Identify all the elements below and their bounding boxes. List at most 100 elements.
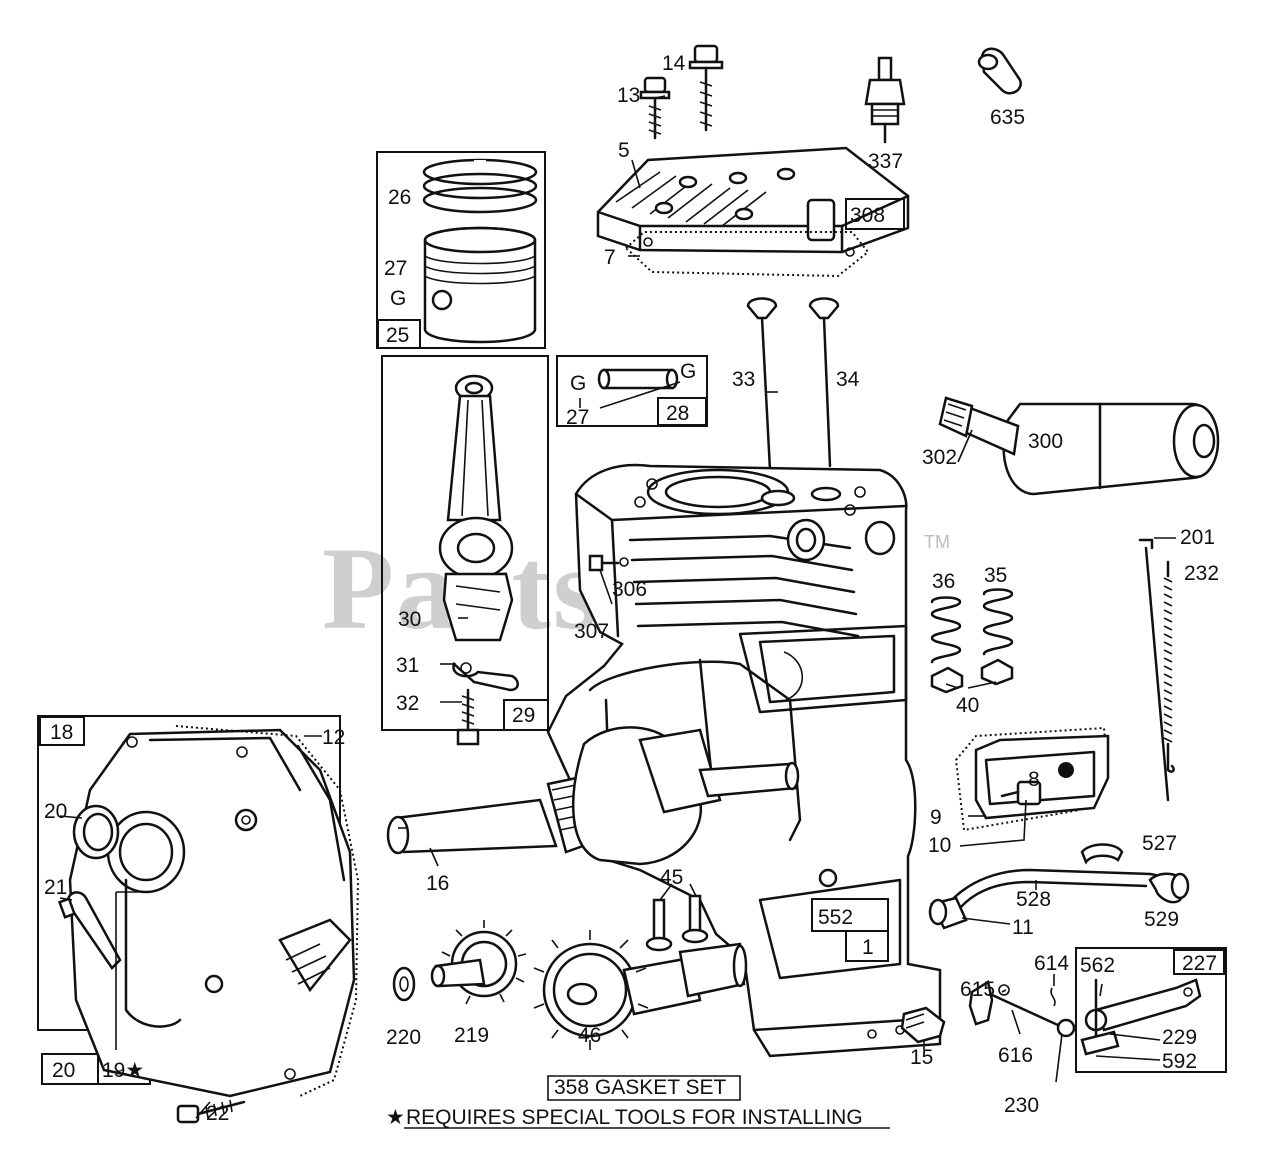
callout-26: 26	[388, 186, 411, 209]
gasket-set-note: 358 GASKET SET	[554, 1076, 727, 1099]
callout-12: 12	[322, 726, 345, 749]
gear-teeth-46	[533, 930, 649, 1050]
callout-29: 29	[512, 704, 535, 727]
callout-27-piston: 27	[384, 257, 407, 280]
special-tools-note: REQUIRES SPECIAL TOOLS FOR INSTALLING	[406, 1106, 863, 1129]
callout-46: 46	[578, 1024, 601, 1047]
callout-34: 34	[836, 368, 860, 391]
callout-28: 28	[666, 402, 689, 425]
callout-20-box: 20	[52, 1059, 75, 1082]
valve-spring-36	[930, 596, 962, 664]
callout-25: 25	[386, 324, 409, 347]
callout-232: 232	[1184, 562, 1219, 585]
callout-308: 308	[850, 204, 885, 227]
callout-527: 527	[1142, 832, 1177, 855]
callout-21: 21	[44, 876, 67, 899]
callout-28-g-left: G	[570, 372, 586, 395]
control-lever-562	[1080, 978, 1202, 1056]
footer-notes: 358 GASKET SET ★ REQUIRES SPECIAL TOOLS …	[386, 1075, 890, 1129]
callout-30: 30	[398, 608, 421, 631]
camshaft-46	[542, 942, 748, 1038]
governor-spring-232	[1163, 560, 1175, 773]
lock-31-bolt-32	[452, 661, 519, 746]
spark-plug-boot-635	[977, 47, 1022, 95]
callout-528: 528	[1016, 888, 1051, 911]
label-box-1	[845, 930, 889, 962]
washer-220	[392, 966, 416, 1002]
crankshaft-16	[386, 726, 800, 866]
control-group-box-227	[1075, 947, 1227, 1073]
callout-11: 11	[1012, 916, 1034, 939]
watermark-tm: TM	[924, 532, 950, 552]
callout-18: 18	[50, 721, 73, 744]
callout-219: 219	[454, 1024, 489, 1047]
bolt-13	[639, 76, 671, 140]
callout-302: 302	[922, 446, 957, 469]
bolt-22	[176, 1099, 246, 1124]
callout-32: 32	[396, 692, 419, 715]
elbow-529	[1148, 872, 1190, 904]
callout-27-g: G	[390, 287, 406, 310]
callout-31: 31	[396, 654, 419, 677]
label-box-308	[845, 198, 905, 230]
oil-seal-20	[72, 804, 120, 860]
callout-615: 615	[960, 978, 995, 1001]
valve-spring-35	[982, 588, 1014, 656]
callout-15: 15	[910, 1046, 933, 1069]
callout-220: 220	[386, 1026, 421, 1049]
head-gasket-7	[624, 231, 870, 278]
connecting-rod-30	[438, 374, 514, 642]
callout-307: 307	[574, 620, 609, 643]
callout-10: 10	[928, 834, 951, 857]
callout-36: 36	[932, 570, 955, 593]
piston-rings-26	[422, 158, 538, 214]
wrist-pin-28	[579, 368, 681, 409]
label-box-18	[39, 716, 85, 746]
cylinder-block	[546, 463, 942, 1058]
callout-45: 45	[660, 866, 683, 889]
callout-306: 306	[612, 578, 647, 601]
valve-33	[746, 297, 778, 472]
callout-22: 22	[206, 1102, 229, 1125]
muffler-300	[1002, 402, 1220, 496]
fitting-11	[928, 896, 968, 930]
callout-529: 529	[1144, 908, 1179, 931]
callout-635: 635	[990, 106, 1025, 129]
governor-link-201	[1138, 538, 1170, 802]
callout-552: 552	[818, 906, 853, 929]
callout-5: 5	[618, 139, 630, 162]
callout-230: 230	[1004, 1094, 1039, 1117]
label-box-227	[1173, 949, 1225, 975]
special-tools-star: ★	[386, 1106, 405, 1129]
valve-34	[808, 297, 840, 468]
fuel-line-528	[948, 868, 1168, 910]
piston-group-box-25	[376, 151, 546, 349]
muffler-nipple-302	[938, 396, 1020, 456]
drain-plug-15	[900, 1006, 946, 1044]
breather-assembly-8	[954, 726, 1110, 832]
callout-33: 33	[732, 368, 755, 391]
bolt-14	[688, 44, 724, 132]
callout-27-pin: 27	[566, 406, 589, 429]
callout-300: 300	[1028, 430, 1063, 453]
callout-40: 40	[956, 694, 979, 717]
spark-plug-337	[864, 56, 906, 144]
label-box-25	[377, 319, 421, 349]
leader-lines	[59, 61, 1176, 1119]
governor-gear-219	[430, 920, 527, 1005]
callout-9: 9	[930, 806, 942, 829]
callout-19: 19★	[102, 1059, 144, 1082]
dipstick-21	[57, 891, 122, 970]
callout-229: 229	[1162, 1026, 1197, 1049]
callout-201: 201	[1180, 526, 1215, 549]
callout-616: 616	[998, 1044, 1033, 1067]
callout-592: 592	[1162, 1050, 1197, 1073]
breather-bolt-306-307	[588, 554, 629, 572]
throttle-link-616	[968, 980, 1076, 1038]
callout-8: 8	[1028, 768, 1040, 791]
callout-28-g-right: G	[680, 360, 696, 383]
callout-14: 14	[662, 52, 686, 75]
tappets-45	[645, 894, 709, 952]
